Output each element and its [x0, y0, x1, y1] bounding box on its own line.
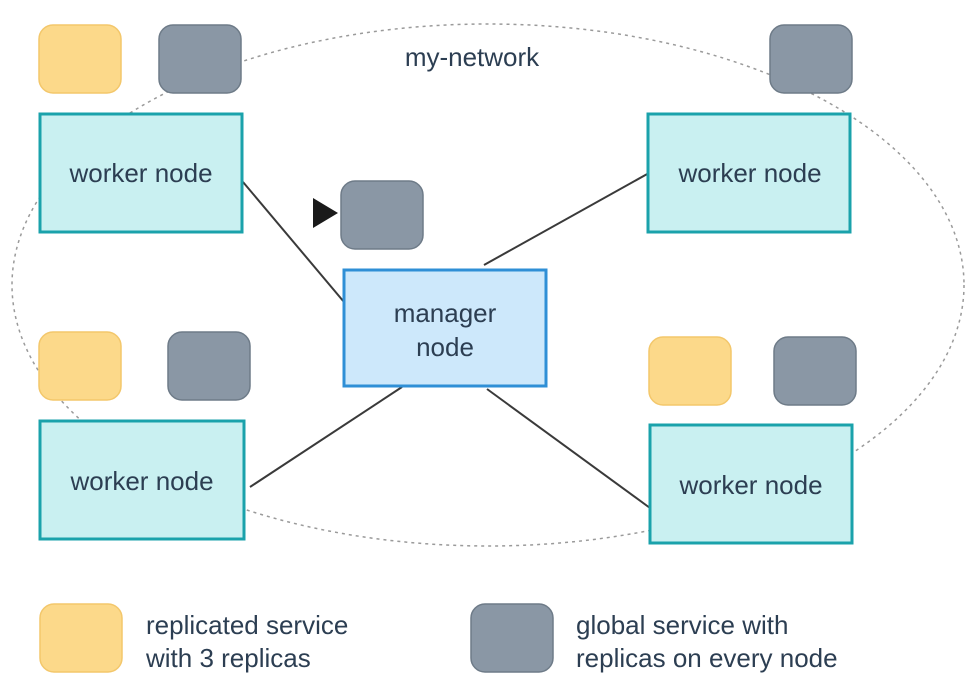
- manager-node: manager node: [313, 180, 548, 388]
- worker-node-box: [38, 112, 244, 234]
- worker-node-box: [646, 112, 852, 234]
- global-service-task: [769, 24, 853, 94]
- replicated-service-task: [38, 331, 122, 401]
- legend-replicated-text: with 3 replicas: [145, 643, 311, 673]
- worker-node-label: worker node: [678, 470, 822, 500]
- network-boundary: [11, 23, 965, 547]
- legend-global-text: replicas on every node: [576, 643, 838, 673]
- link-manager-bottom-right: [486, 388, 651, 509]
- worker-node-label: worker node: [677, 158, 821, 188]
- worker-node-top-left: worker node: [38, 24, 244, 234]
- worker-node-label: worker node: [69, 466, 213, 496]
- legend: replicated service with 3 replicas globa…: [39, 603, 838, 673]
- global-service-task: [167, 331, 251, 401]
- worker-node-bottom-right: worker node: [648, 336, 857, 545]
- replicated-service-task: [38, 24, 122, 94]
- legend-global-swatch: [470, 603, 554, 673]
- legend-global: global service with replicas on every no…: [470, 603, 838, 673]
- link-manager-top-right: [483, 172, 650, 266]
- manager-node-box: [342, 268, 548, 388]
- manager-node-label: manager: [394, 298, 497, 328]
- link-manager-top-left: [242, 181, 345, 303]
- cursor-pointer-icon: [313, 198, 338, 228]
- legend-replicated-swatch: [39, 603, 123, 673]
- worker-node-box: [648, 423, 854, 545]
- worker-node-box: [38, 419, 246, 541]
- worker-node-bottom-left: worker node: [38, 331, 251, 541]
- legend-replicated: replicated service with 3 replicas: [39, 603, 348, 673]
- legend-replicated-text: replicated service: [146, 610, 348, 640]
- global-service-task: [158, 24, 242, 94]
- worker-node-top-right: worker node: [646, 24, 853, 234]
- network-label: my-network: [405, 42, 540, 72]
- manager-node-label: node: [416, 332, 474, 362]
- global-service-task: [773, 336, 857, 406]
- replicated-service-task: [648, 336, 732, 406]
- connections: [242, 172, 651, 509]
- global-service-task: [340, 180, 424, 250]
- link-manager-bottom-left: [249, 386, 403, 488]
- legend-global-text: global service with: [576, 610, 788, 640]
- worker-node-label: worker node: [68, 158, 212, 188]
